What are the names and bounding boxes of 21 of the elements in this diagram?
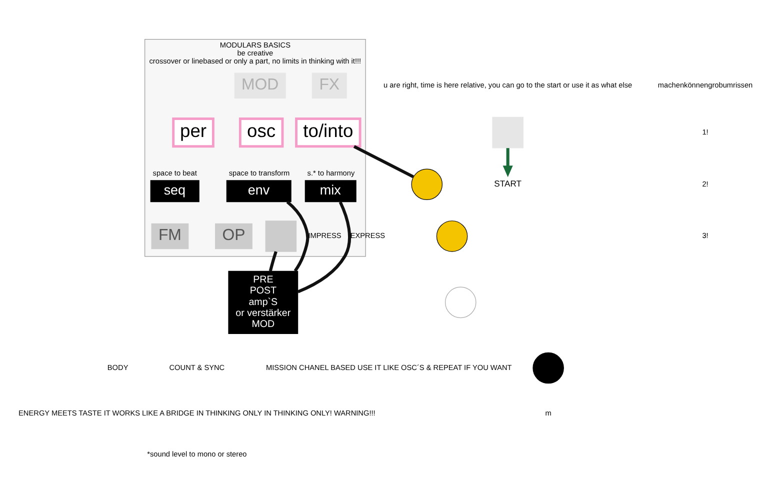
node-box: seq	[150, 180, 200, 202]
connector	[353, 145, 414, 178]
node-box: per	[172, 118, 214, 148]
node-box: mix	[304, 180, 356, 202]
connector	[297, 201, 352, 294]
node-box: OP	[215, 223, 252, 250]
node-circle	[436, 220, 468, 252]
arrow	[502, 148, 513, 178]
node-circle	[532, 352, 564, 384]
node-circle	[444, 286, 476, 318]
node-box: FM	[151, 223, 189, 250]
connector	[286, 200, 310, 272]
node-box	[265, 220, 297, 252]
node-box	[492, 116, 524, 148]
node-box: PRE POST amp`S or verstärker MOD	[228, 270, 298, 334]
node-text: START	[494, 178, 522, 189]
connector	[268, 251, 278, 272]
node-box: to/into	[295, 118, 362, 148]
node-box: osc	[238, 118, 284, 148]
node-circle	[411, 168, 443, 200]
node-box: env	[226, 180, 292, 202]
